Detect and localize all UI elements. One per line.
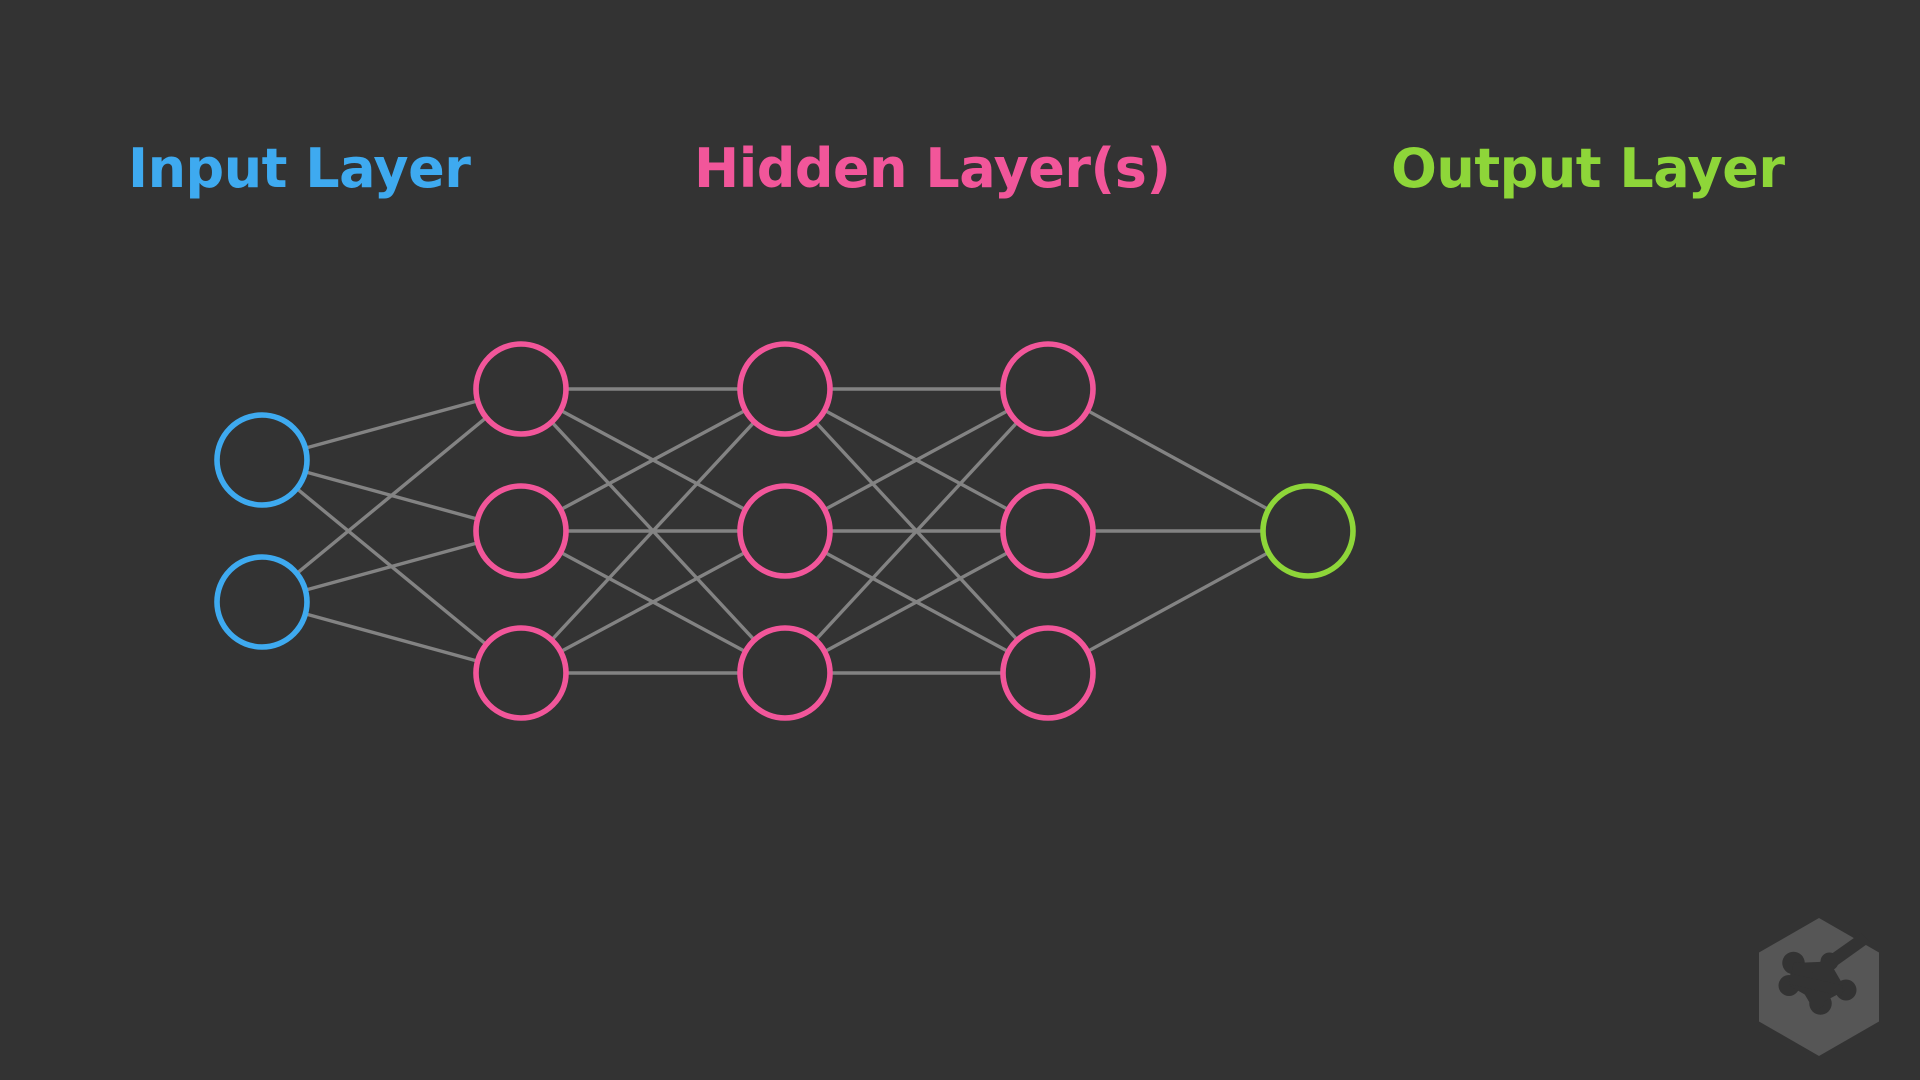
- connection-edge: [303, 399, 480, 450]
- connection-edge: [303, 612, 480, 663]
- neuron-node-h2-3[interactable]: [737, 625, 833, 721]
- connection-edge: [1085, 550, 1271, 654]
- neuron-node-h2-1[interactable]: [737, 341, 833, 437]
- connection-edge: [1085, 408, 1271, 512]
- neuron-node-h1-1[interactable]: [473, 341, 569, 437]
- connection-edge: [813, 420, 1020, 642]
- neuron-node-o1[interactable]: [1260, 483, 1356, 579]
- connection-edge: [822, 408, 1011, 512]
- edge-group: [295, 387, 1271, 675]
- neuron-node-h3-1[interactable]: [1000, 341, 1096, 437]
- neuron-node-i2[interactable]: [214, 554, 310, 650]
- neuron-node-h1-3[interactable]: [473, 625, 569, 721]
- treehouse-hexagon-logo-icon: [1759, 918, 1879, 1056]
- connection-edge: [558, 550, 748, 654]
- connection-edge: [822, 550, 1011, 654]
- node-group: [214, 341, 1356, 721]
- neuron-glyph: [1778, 933, 1870, 1015]
- connection-edge: [549, 420, 757, 642]
- neuron-node-h1-2[interactable]: [473, 483, 569, 579]
- neuron-node-h3-3[interactable]: [1000, 625, 1096, 721]
- neuron-node-i1[interactable]: [214, 412, 310, 508]
- neuron-node-h3-2[interactable]: [1000, 483, 1096, 579]
- connection-edge: [295, 415, 488, 576]
- connection-edge: [558, 408, 748, 512]
- neuron-node-h2-2[interactable]: [737, 483, 833, 579]
- connection-edge: [303, 541, 480, 592]
